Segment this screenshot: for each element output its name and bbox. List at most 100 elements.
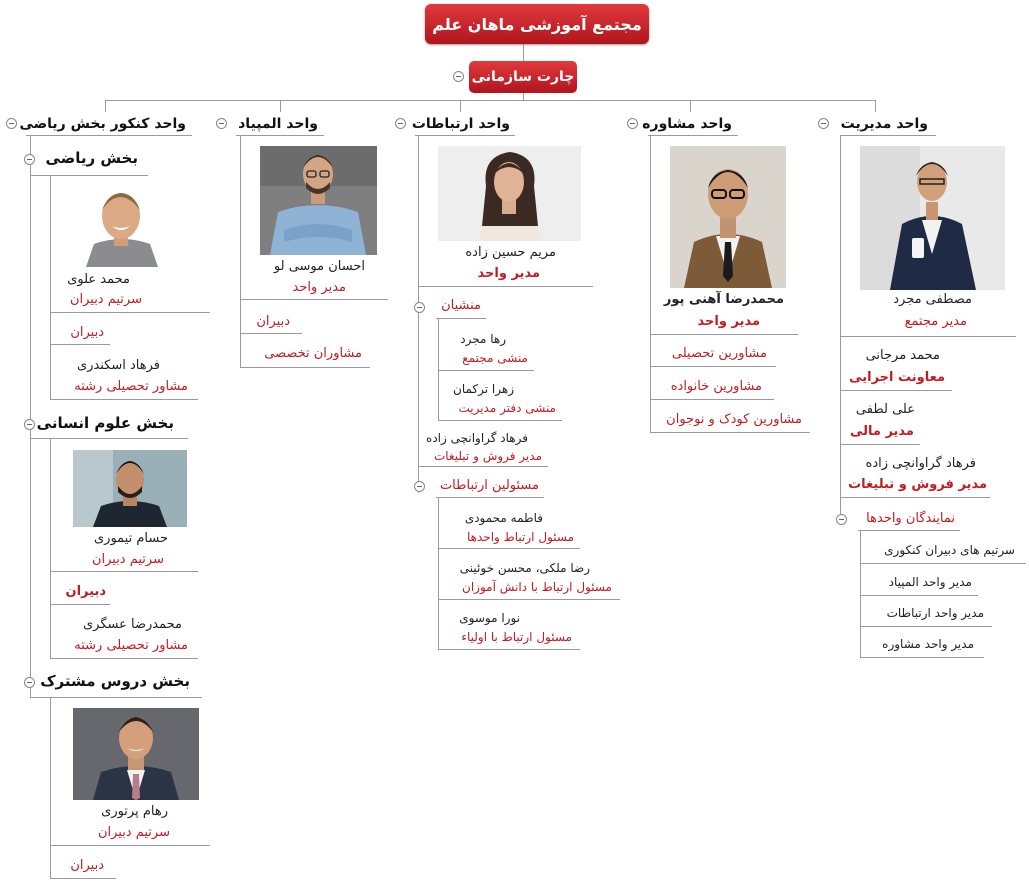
head-role: مدیر واحد xyxy=(477,266,540,281)
head-name: محمد علوی xyxy=(67,272,130,287)
connector xyxy=(418,466,548,467)
connector xyxy=(438,497,439,650)
member-name: محمد مرجانی xyxy=(865,348,940,363)
org-chart-label: چارت سازمانی xyxy=(471,69,575,85)
member-name: فاطمه محمودی xyxy=(464,511,543,525)
connector xyxy=(650,334,798,335)
connector xyxy=(50,658,198,659)
connector xyxy=(860,563,1026,564)
member-name: رضا ملکی، محسن خوئینی xyxy=(459,561,590,575)
connector xyxy=(438,649,580,650)
connector xyxy=(875,100,876,112)
connector xyxy=(523,93,524,101)
collapse-icon[interactable] xyxy=(627,118,638,129)
connector xyxy=(415,135,515,136)
collapse-icon[interactable] xyxy=(24,154,35,165)
photo-mostafa-mojarrad xyxy=(860,146,1005,290)
olympiad-item: مشاوران تخصصی xyxy=(264,346,362,361)
connector xyxy=(418,286,593,287)
connector xyxy=(436,318,486,319)
photo-mohammadreza-ahanipour xyxy=(670,146,786,288)
counseling-item: مشاورین تحصیلی xyxy=(671,346,767,361)
connector xyxy=(438,420,562,421)
connector xyxy=(436,497,544,498)
member-name: فرهاد گراوانچی زاده xyxy=(865,456,976,471)
connector xyxy=(50,344,110,345)
connector xyxy=(30,697,202,698)
member-role: منشی دفتر مدیریت xyxy=(458,401,556,415)
photo-mohammad-alavi xyxy=(74,184,166,267)
member-role: منشی مجتمع xyxy=(462,351,528,365)
unit-management-label[interactable]: واحد مدیریت xyxy=(840,116,928,132)
section-humanities-label[interactable]: بخش علوم انسانی xyxy=(36,414,174,432)
section-common-label[interactable]: بخش دروس مشترک xyxy=(40,672,190,690)
teachers-label: دبیران xyxy=(70,858,104,873)
rep-item: مدیر واحد مشاوره xyxy=(882,637,974,651)
unit-communications-label[interactable]: واحد ارتباطات xyxy=(411,116,510,132)
connector xyxy=(50,312,210,313)
collapse-icon[interactable] xyxy=(6,118,17,129)
connector xyxy=(650,366,776,367)
connector xyxy=(840,135,841,520)
section-math-label[interactable]: بخش ریاضی xyxy=(45,149,138,167)
collapse-icon[interactable] xyxy=(414,302,425,313)
connector xyxy=(50,878,116,879)
collapse-icon[interactable] xyxy=(24,677,35,688)
root-node[interactable]: مجتمع آموزشی ماهان علم xyxy=(425,4,649,44)
head-role: سرتیم دبیران xyxy=(69,292,142,307)
collapse-icon[interactable] xyxy=(818,118,829,129)
collapse-icon[interactable] xyxy=(836,514,847,525)
advisor-role: مشاور تحصیلی رشته xyxy=(74,638,188,653)
connector xyxy=(860,626,992,627)
photo-maryam-hosseinzadeh xyxy=(438,146,581,241)
head-name: احسان موسی لو xyxy=(273,259,365,274)
connector xyxy=(438,599,620,600)
collapse-icon[interactable] xyxy=(216,118,227,129)
head-role: سرتیم دبیران xyxy=(97,825,170,840)
connector xyxy=(650,399,774,400)
collapse-icon[interactable] xyxy=(414,481,425,492)
member-name: نورا موسوی xyxy=(459,611,520,625)
advisor-name: فرهاد اسکندری xyxy=(76,358,160,373)
connector xyxy=(690,100,691,112)
olympiad-item: دبیران xyxy=(256,314,290,329)
sales-role: مدیر فروش و تبلیغات xyxy=(433,449,542,463)
teachers-label: دبیران xyxy=(65,584,107,599)
officers-label[interactable]: مسئولین ارتباطات xyxy=(439,478,539,493)
reps-label[interactable]: نمایندگان واحدها xyxy=(866,511,955,526)
collapse-icon[interactable] xyxy=(24,419,35,430)
collapse-icon[interactable] xyxy=(453,71,464,82)
teachers-label: دبیران xyxy=(70,325,104,340)
photo-hesam-teymouri xyxy=(73,450,187,527)
collapse-icon[interactable] xyxy=(395,118,406,129)
rep-item: مدیر واحد ارتباطات xyxy=(886,606,984,620)
head-name: مصطفی مجرد xyxy=(893,292,972,307)
connector xyxy=(30,135,31,698)
member-role: مدیر مالی xyxy=(849,424,914,439)
connector xyxy=(648,135,738,136)
connector xyxy=(50,697,51,879)
unit-olympiad-label[interactable]: واحد المپیاد xyxy=(238,116,318,132)
connector xyxy=(50,604,110,605)
org-chart-node[interactable]: چارت سازمانی xyxy=(469,61,577,93)
advisor-name: محمدرضا عسگری xyxy=(83,617,182,632)
connector xyxy=(236,135,324,136)
head-role: سرتیم دبیران xyxy=(91,552,164,567)
member-role: مدیر فروش و تبلیغات xyxy=(848,477,987,492)
connector xyxy=(240,367,370,368)
member-name: علی لطفی xyxy=(855,402,915,417)
unit-counseling-label[interactable]: واحد مشاوره xyxy=(642,116,732,132)
head-name: مریم حسین زاده xyxy=(465,245,556,260)
connector xyxy=(240,299,388,300)
unit-konkur-label[interactable]: واحد کنکور بخش ریاضی xyxy=(19,116,186,132)
connector xyxy=(840,444,920,445)
head-name: رهام پرتوری xyxy=(101,804,168,819)
head-name: حسام تیموری xyxy=(93,531,168,546)
connector xyxy=(50,571,198,572)
connector xyxy=(840,336,1016,337)
connector xyxy=(840,497,990,498)
head-role: مدیر واحد xyxy=(697,314,760,329)
secretaries-label[interactable]: منشیان xyxy=(441,298,481,313)
connector xyxy=(418,135,419,493)
head-role: مدیر مجتمع xyxy=(904,314,967,329)
